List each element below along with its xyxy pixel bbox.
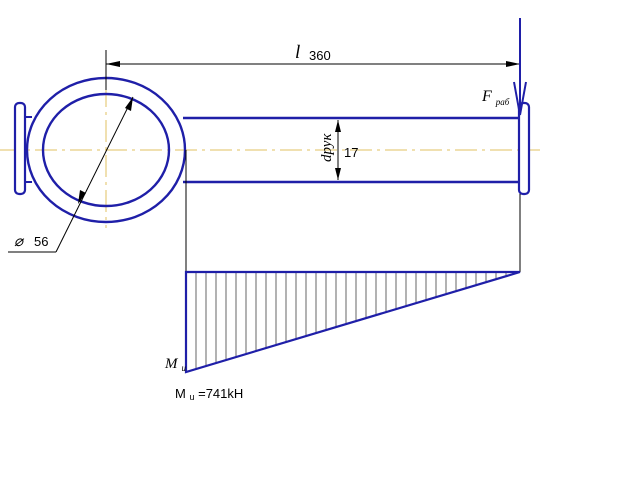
force-label: F раб — [481, 88, 510, 107]
moment-label-subscript: u — [182, 363, 187, 373]
moment-diagram-hatching — [195, 272, 517, 369]
left-end-flange — [13, 101, 27, 196]
diameter-dimension-line — [55, 96, 134, 253]
force-label-subscript: раб — [495, 97, 510, 107]
moment-label: M u — [164, 355, 187, 373]
length-value: 360 — [309, 48, 331, 63]
diameter-value: 56 — [34, 234, 48, 249]
diameter-arrow-upper — [125, 97, 133, 111]
force-label-base: F — [481, 88, 492, 105]
ring-inner — [41, 92, 171, 208]
right-end-flange — [517, 101, 531, 196]
diameter-symbol: ⌀ — [14, 234, 25, 250]
handle-value: 17 — [344, 145, 358, 160]
length-symbol: l — [295, 42, 300, 63]
diameter-arrow-lower — [78, 190, 86, 204]
force-arrow-head — [513, 81, 527, 116]
handle-symbol: dрук — [319, 133, 335, 162]
moment-diagram-outline — [184, 270, 521, 374]
length-arrow-right — [506, 61, 520, 67]
moment-result-base: M — [175, 386, 186, 401]
handle-arrow-bottom — [335, 168, 341, 180]
moment-result-subscript: u — [189, 392, 194, 402]
length-arrow-left — [106, 61, 120, 67]
moment-result: M u =741kH — [175, 386, 243, 403]
handle-arrow-top — [335, 120, 341, 132]
moment-label-base: M — [164, 356, 179, 372]
moment-result-value: =741kH — [198, 386, 243, 401]
